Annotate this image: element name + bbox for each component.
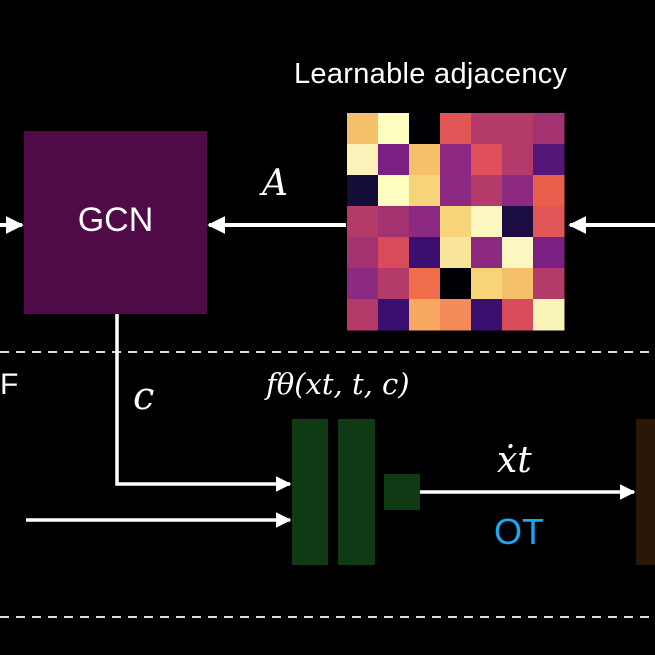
heatmap-cell — [409, 268, 441, 300]
heatmap-cell — [471, 299, 503, 331]
heatmap-cell — [378, 237, 410, 269]
heatmap-cell — [409, 113, 441, 145]
vector-field-label: fθ(xt, t, c) — [266, 367, 410, 401]
heatmap-cell — [502, 237, 534, 269]
heatmap-cell — [502, 268, 534, 300]
heatmap-cell — [440, 299, 472, 331]
adjacency-symbol: A — [262, 163, 288, 204]
heatmap-cell — [533, 299, 565, 331]
heatmap-cell — [440, 144, 472, 176]
heatmap-cell — [378, 175, 410, 207]
heatmap-cell — [440, 113, 472, 145]
heatmap-cell — [533, 144, 565, 176]
heatmap-cell — [378, 299, 410, 331]
heatmap-cell — [347, 268, 379, 300]
adjacency-heatmap — [347, 113, 565, 331]
heatmap-cell — [409, 299, 441, 331]
heatmap-cell — [502, 299, 534, 331]
heatmap-cell — [471, 113, 503, 145]
heatmap-cell — [502, 175, 534, 207]
gcn-label: GCN — [77, 201, 154, 239]
heatmap-cell — [533, 175, 565, 207]
network-layer-2 — [338, 419, 375, 565]
heatmap-cell — [409, 206, 441, 238]
left-partial-letter: F — [0, 368, 19, 401]
heatmap-cell — [533, 237, 565, 269]
heatmap-cell — [409, 144, 441, 176]
heatmap-cell — [471, 206, 503, 238]
gcn-block — [24, 131, 207, 314]
heatmap-cell — [471, 268, 503, 300]
heatmap-title: Learnable adjacency — [294, 58, 568, 90]
heatmap-cell — [440, 206, 472, 238]
heatmap-cell — [347, 206, 379, 238]
heatmap-cell — [409, 175, 441, 207]
heatmap-cell — [471, 144, 503, 176]
heatmap-cell — [347, 237, 379, 269]
heatmap-cell — [440, 268, 472, 300]
velocity-label: ẋt — [497, 440, 532, 481]
output-block — [636, 419, 655, 565]
heatmap-cell — [347, 299, 379, 331]
heatmap-cell — [533, 268, 565, 300]
network-layer-1 — [292, 419, 328, 565]
heatmap-cell — [378, 144, 410, 176]
heatmap-cell — [347, 175, 379, 207]
heatmap-cell — [409, 237, 441, 269]
heatmap-cell — [378, 113, 410, 145]
heatmap-cell — [502, 144, 534, 176]
heatmap-cell — [471, 175, 503, 207]
ot-label: OT — [494, 511, 544, 552]
heatmap-cell — [502, 206, 534, 238]
heatmap-cell — [502, 113, 534, 145]
heatmap-cell — [347, 144, 379, 176]
condition-symbol: c — [133, 374, 155, 418]
heatmap-cell — [378, 206, 410, 238]
heatmap-cell — [440, 237, 472, 269]
heatmap-cell — [440, 175, 472, 207]
network-output-node — [384, 474, 420, 510]
heatmap-cell — [347, 113, 379, 145]
arrow-gcn-to-network — [115, 314, 292, 492]
heatmap-cell — [533, 113, 565, 145]
heatmap-cell — [471, 237, 503, 269]
heatmap-cell — [378, 268, 410, 300]
heatmap-cell — [533, 206, 565, 238]
